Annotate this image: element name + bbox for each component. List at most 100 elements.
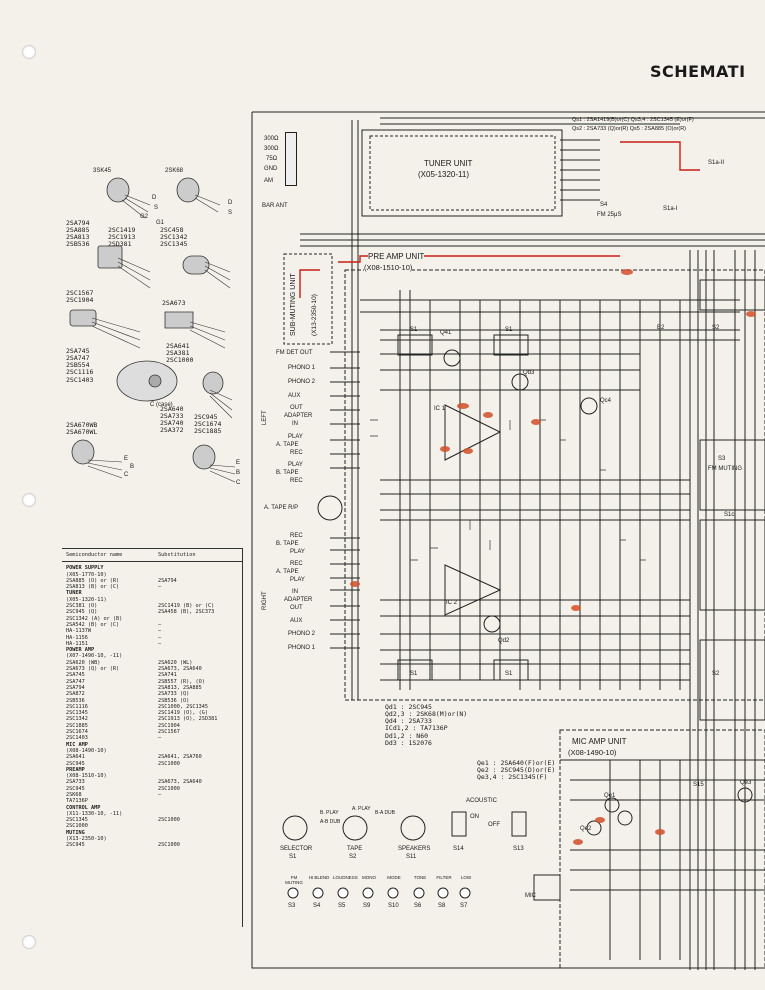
table-cell: (X08-1510-10) [66, 773, 107, 780]
table-row: MIC AMP [66, 742, 238, 748]
pin-label: D [152, 195, 157, 201]
table-cell: — [158, 640, 162, 647]
table-cell: 2SC1674 [66, 729, 88, 736]
jack-label: PLAY [288, 462, 303, 468]
channel-label: RIGHT [262, 591, 268, 610]
jack-label: PLAY [290, 549, 305, 555]
table-row: 2SA813 (B) or (C)— [66, 584, 238, 590]
table-cell: TA7136P [66, 798, 88, 805]
table-cell: 2SC1904 [158, 722, 180, 729]
jack-label: ADAPTER [284, 597, 313, 603]
tape-option: A-B DUB [320, 819, 341, 825]
button-switch-id: S7 [460, 903, 468, 909]
table-cell: 2SC1000 [158, 842, 180, 849]
table-cell: 2SA813, 2SA885 [158, 684, 202, 691]
table-cell: HA-1151 [66, 640, 88, 647]
table-cell: 2SA885 (O) or (R) [66, 577, 120, 584]
ic-label: IC 2 [446, 600, 458, 606]
jack-label: REC [290, 561, 303, 567]
table-cell: 2SB536 (O) [158, 697, 190, 704]
table-cell: 2SC1000 [158, 817, 180, 824]
table-row: (X05-1320-11) [66, 597, 238, 603]
table-cell: 2SC1345 [66, 710, 88, 717]
table-cell: 2SA733 (Q) [158, 691, 190, 698]
transistor-label: 3SK45 [93, 168, 112, 174]
button-label: LOW [460, 875, 472, 880]
table-cell: 2SA673 (Q) or (R) [66, 666, 120, 673]
jack-label: PHONO 1 [288, 365, 316, 371]
pin-label: B [236, 470, 241, 476]
pin-label: E [124, 456, 129, 462]
jack-label: B. TAPE [276, 470, 299, 476]
table-cell: — [158, 628, 162, 635]
mic-parts-legend: Qe1 : 2SA640(F)or(E)Qe2 : 2SC945(D)or(E)… [477, 759, 556, 782]
button-label: FM MUTING [285, 875, 303, 885]
jack-label: AUX [290, 618, 303, 624]
acoustic-label: ACOUSTIC [466, 798, 498, 804]
table-row: TA7136P [66, 798, 238, 804]
mic-amp-title: MIC AMP UNIT [572, 737, 627, 746]
speakers-switch-id: S11 [406, 854, 417, 860]
tape-option: B-A DUB [375, 810, 396, 816]
jack-label: IN [292, 589, 298, 595]
jack-label: PLAY [288, 434, 303, 440]
jack-label: OUT [290, 405, 303, 411]
table-cell: MIC AMP [66, 741, 88, 748]
jack-label: PHONO 2 [288, 631, 316, 637]
table-row: (X08-1510-10) [66, 773, 238, 779]
table-cell: (X05-1320-11) [66, 596, 107, 603]
table-row: (X13-2350-10) [66, 836, 238, 842]
table-cell: 2SC1000, 2SC1345 [158, 703, 208, 710]
jack-label: PHONO 2 [288, 379, 316, 385]
transistor-note: Qs2 : 2SA733 (Q)or(R) Qs5 : 2SA885 (O)or… [572, 126, 687, 132]
pin-label: S [154, 205, 159, 211]
table-row: 2SA542 (B) or (C)— [66, 622, 238, 628]
transistor-label: 2SA673 [162, 299, 186, 307]
table-cell: (X07-1490-10, -11) [66, 653, 123, 660]
transistor-ref: Qe1 [604, 793, 616, 799]
antenna-terminal-block [285, 132, 297, 186]
pin-label: S [228, 210, 233, 216]
table-cell: 2SA620 (WB) [66, 659, 101, 666]
preamp-code: (X08-1510-10) [364, 263, 413, 272]
table-cell: 2SA641 [66, 754, 85, 761]
pin-label: G2 [140, 214, 149, 220]
table-body: POWER SUPPLY(X05-1770-10)2SA885 (O) or (… [62, 562, 242, 851]
table-row: (X07-1490-10, -11) [66, 653, 238, 659]
jack-label: OUT [290, 605, 303, 611]
table-cell: 2SC1342 [66, 716, 88, 723]
table-row: (X05-1770-10) [66, 572, 238, 578]
fm-muting-label: FM MUTING [708, 466, 742, 472]
muting-unit-title: SUB-MUTING UNIT [290, 273, 297, 336]
table-cell: 2SC381 (O) [66, 603, 98, 610]
button-switch-id: S5 [338, 903, 346, 909]
pin-label: C [236, 480, 241, 486]
table-row: HA-1156— [66, 635, 238, 641]
button-label: HI BLEND [308, 875, 330, 880]
table-cell: 2SC1000 [66, 823, 88, 830]
table-cell: HA-1137W [66, 628, 91, 635]
table-cell: 2SA872 [66, 691, 85, 698]
table-row: PREAMP [66, 767, 238, 773]
table-row: (X11-1330-10, -11) [66, 811, 238, 817]
pin-label: C [124, 472, 129, 478]
switch-label: S1 [505, 327, 513, 333]
table-cell: — [158, 621, 162, 628]
transistor-ref: Q41 [440, 330, 452, 336]
table-row: MUTING [66, 830, 238, 836]
jack-label: A. TAPE [276, 569, 299, 575]
table-cell: 2SC1913 (O), 2SD381 [158, 716, 218, 723]
button-switch-id: S4 [313, 903, 321, 909]
table-cell: POWER AMP [66, 647, 95, 654]
table-header: Semiconductor name [66, 552, 123, 558]
tape-rp-label: A. TAPE R/P [264, 505, 299, 511]
table-row: TUNER [66, 590, 238, 596]
switch-label: S3 [718, 456, 726, 462]
